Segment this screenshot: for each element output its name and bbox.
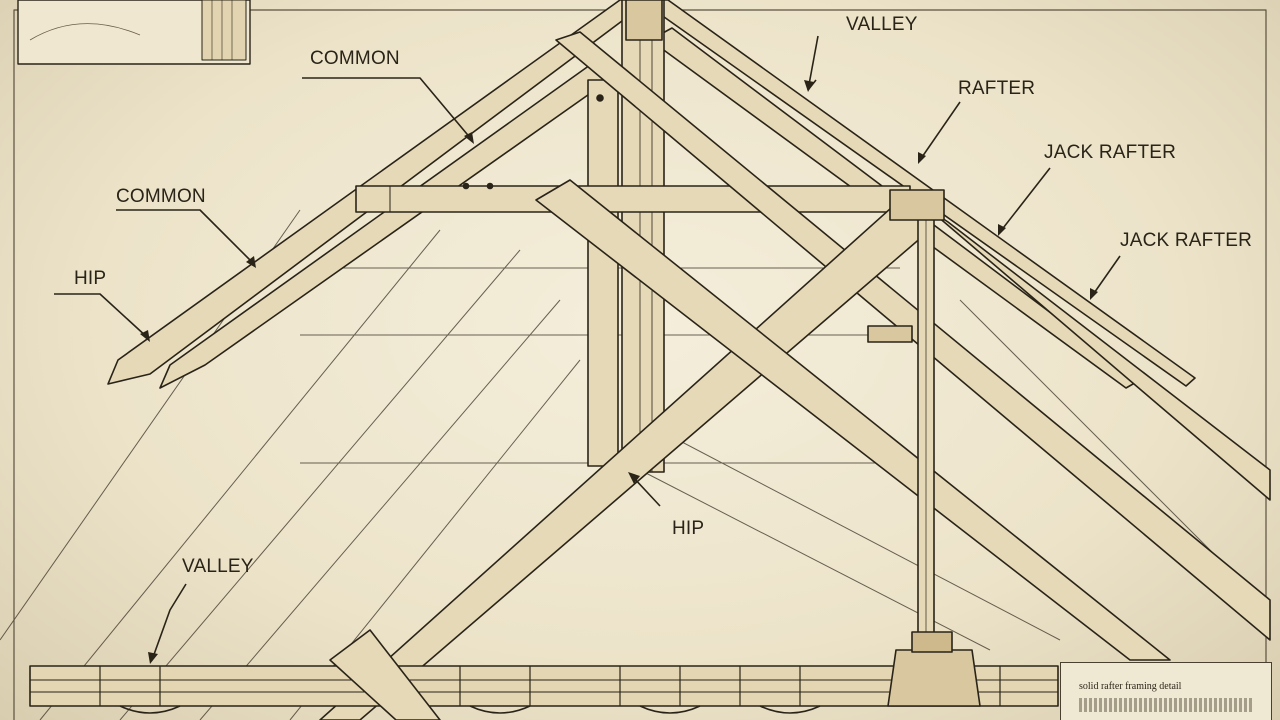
plate-studs (99, 666, 1001, 706)
leader-arrowheads (140, 80, 1098, 664)
label-jack-rafter-2: JACK RAFTER (1120, 230, 1253, 251)
bracket-mid (867, 325, 913, 343)
label-valley: VALLEY (846, 14, 918, 35)
collar-tie (355, 185, 911, 213)
right-valley-rafter (929, 209, 1271, 501)
hip-rafter-main (555, 31, 1271, 641)
bracket-top (889, 189, 945, 221)
label-valley-bottom: VALLEY (182, 556, 254, 577)
wall-plate (29, 665, 1059, 707)
title-block-text: solid rafter framing detail (1079, 681, 1182, 692)
label-jack-rafter-1: JACK RAFTER (1044, 142, 1177, 163)
label-rafter: RAFTER (958, 78, 1036, 99)
hanging-post (587, 79, 619, 467)
label-hip-center: HIP (672, 518, 705, 539)
title-block-lines (1079, 698, 1254, 712)
base-brace (329, 629, 441, 720)
plate-corbels (119, 705, 821, 714)
label-common-top: COMMON (310, 48, 400, 69)
ridge-block (625, 0, 663, 41)
label-hip-left: HIP (74, 268, 107, 289)
left-inner-rafter (159, 64, 613, 389)
leader-lines (54, 35, 1121, 661)
title-block: solid rafter framing detail (1060, 662, 1272, 720)
label-common-left: COMMON (116, 186, 206, 207)
post-base (887, 649, 981, 707)
inset-sketch (17, 0, 251, 65)
